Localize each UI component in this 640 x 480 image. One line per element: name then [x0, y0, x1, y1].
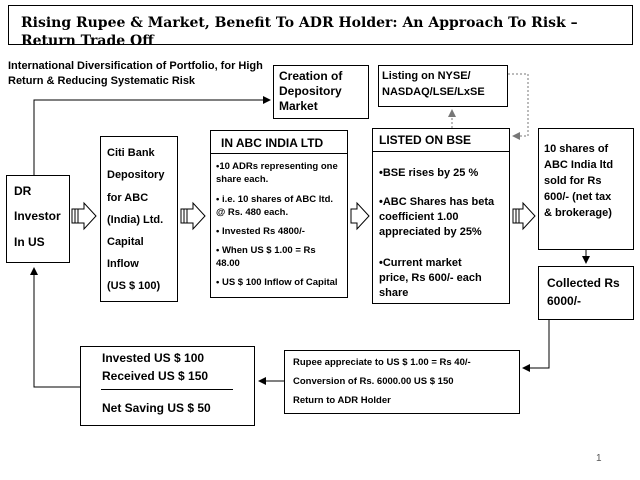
dr-line3: In US: [14, 235, 45, 249]
citi-line7: (US $ 100): [107, 280, 161, 292]
creation-line3: Market: [279, 99, 318, 113]
summary-invested: Invested US $ 100: [102, 351, 205, 365]
listing-line2: NASDAQ/LSE/LxSE: [382, 86, 485, 98]
citi-line6: Inflow: [107, 258, 139, 270]
creation-line2: Depository: [279, 84, 342, 98]
rupee-line3: Return to ADR Holder: [293, 395, 391, 406]
bse-b2-line3: appreciated by 25%: [379, 226, 482, 238]
block-arrow-citi-to-abc: [180, 201, 206, 231]
collected-line2: 6000/-: [547, 294, 582, 308]
collected-box: Collected Rs 6000/-: [538, 266, 634, 320]
citi-line1: Citi Bank: [107, 147, 155, 159]
citi-line2: Depository: [107, 169, 165, 181]
rupee-box: Rupee appreciate to US $ 1.00 = Rs 40/- …: [284, 350, 520, 414]
abc-india-box: IN ABC INDIA LTD •10 ADRs representing o…: [210, 130, 348, 298]
rupee-line1: Rupee appreciate to US $ 1.00 = Rs 40/-: [293, 357, 471, 368]
summary-received: Received US $ 150: [102, 369, 209, 383]
bse-header-divider: [373, 151, 509, 152]
citi-line3: for ABC: [107, 192, 149, 204]
sold-line2: ABC India ltd: [544, 159, 614, 171]
top-note-line2: Return & Reducing Systematic Risk: [8, 75, 196, 87]
top-note-line1: International Diversification of Portfol…: [8, 60, 263, 72]
dotted-listing-to-bse: [508, 73, 529, 140]
block-arrow-abc-to-bse: [350, 201, 370, 231]
abc-b5: • US $ 100 Inflow of Capital: [216, 277, 338, 288]
dr-line2: Investor: [14, 209, 61, 223]
bse-b3-line1: •Current market: [379, 257, 462, 269]
abc-b4-line2: 48.00: [216, 258, 240, 269]
listing-box: Listing on NYSE/ NASDAQ/LSE/LxSE: [378, 65, 508, 107]
citibank-box: Citi Bank Depository for ABC (India) Ltd…: [100, 136, 178, 302]
bse-b1: •BSE rises by 25 %: [379, 167, 479, 179]
abc-b4-line1: • When US $ 1.00 = Rs: [216, 245, 316, 256]
bse-b2-line1: •ABC Shares has beta: [379, 196, 495, 208]
creation-line1: Creation of: [279, 69, 343, 83]
bse-box: LISTED ON BSE •BSE rises by 25 % •ABC Sh…: [372, 128, 510, 304]
abc-header-divider: [211, 153, 347, 154]
arrow-to-dr-investor: [30, 267, 80, 388]
sold-line1: 10 shares of: [544, 143, 609, 155]
sold-line3: sold for Rs: [544, 175, 602, 187]
creation-box: Creation of Depository Market: [273, 65, 369, 119]
abc-b3: • Invested Rs 4800/-: [216, 226, 305, 237]
sold-box: 10 shares of ABC India ltd sold for Rs 6…: [538, 128, 634, 250]
block-arrow-dr-to-citi: [71, 201, 97, 231]
rupee-line2: Conversion of Rs. 6000.00 US $ 150: [293, 376, 454, 387]
listing-line1: Listing on NYSE/: [382, 70, 471, 82]
summary-net: Net Saving US $ 50: [102, 401, 211, 415]
abc-header: IN ABC INDIA LTD: [221, 136, 324, 150]
abc-b1-line1: •10 ADRs representing one: [216, 161, 338, 172]
dr-line1: DR: [14, 184, 32, 198]
abc-b1-line2: share each.: [216, 174, 269, 185]
bse-b3-line2: price, Rs 600/- each: [379, 272, 482, 284]
sold-line4: 600/- (net tax: [544, 191, 612, 203]
page-title: Rising Rupee & Market, Benefit To ADR Ho…: [21, 15, 578, 49]
citi-line4: (India) Ltd.: [107, 214, 164, 226]
summary-box: Invested US $ 100 Received US $ 150 Net …: [80, 346, 255, 426]
abc-b2-line2: @ Rs. 480 each.: [216, 207, 289, 218]
sold-line5: & brokerage): [544, 207, 612, 219]
bse-header: LISTED ON BSE: [379, 133, 472, 147]
collected-line1: Collected Rs: [547, 276, 620, 290]
abc-b2-line1: • i.e. 10 shares of ABC ltd.: [216, 194, 334, 205]
bse-b2-line2: coefficient 1.00: [379, 211, 459, 223]
bse-b3-line3: share: [379, 287, 409, 299]
citi-line5: Capital: [107, 236, 144, 248]
page-number: 1: [596, 453, 602, 464]
title-box: Rising Rupee & Market, Benefit To ADR Ho…: [8, 5, 633, 49]
arrow-to-rupee-box: [522, 320, 550, 372]
summary-divider: [101, 389, 233, 390]
block-arrow-bse-to-sold: [512, 201, 536, 231]
dr-investor-box: DR Investor In US: [6, 175, 70, 263]
